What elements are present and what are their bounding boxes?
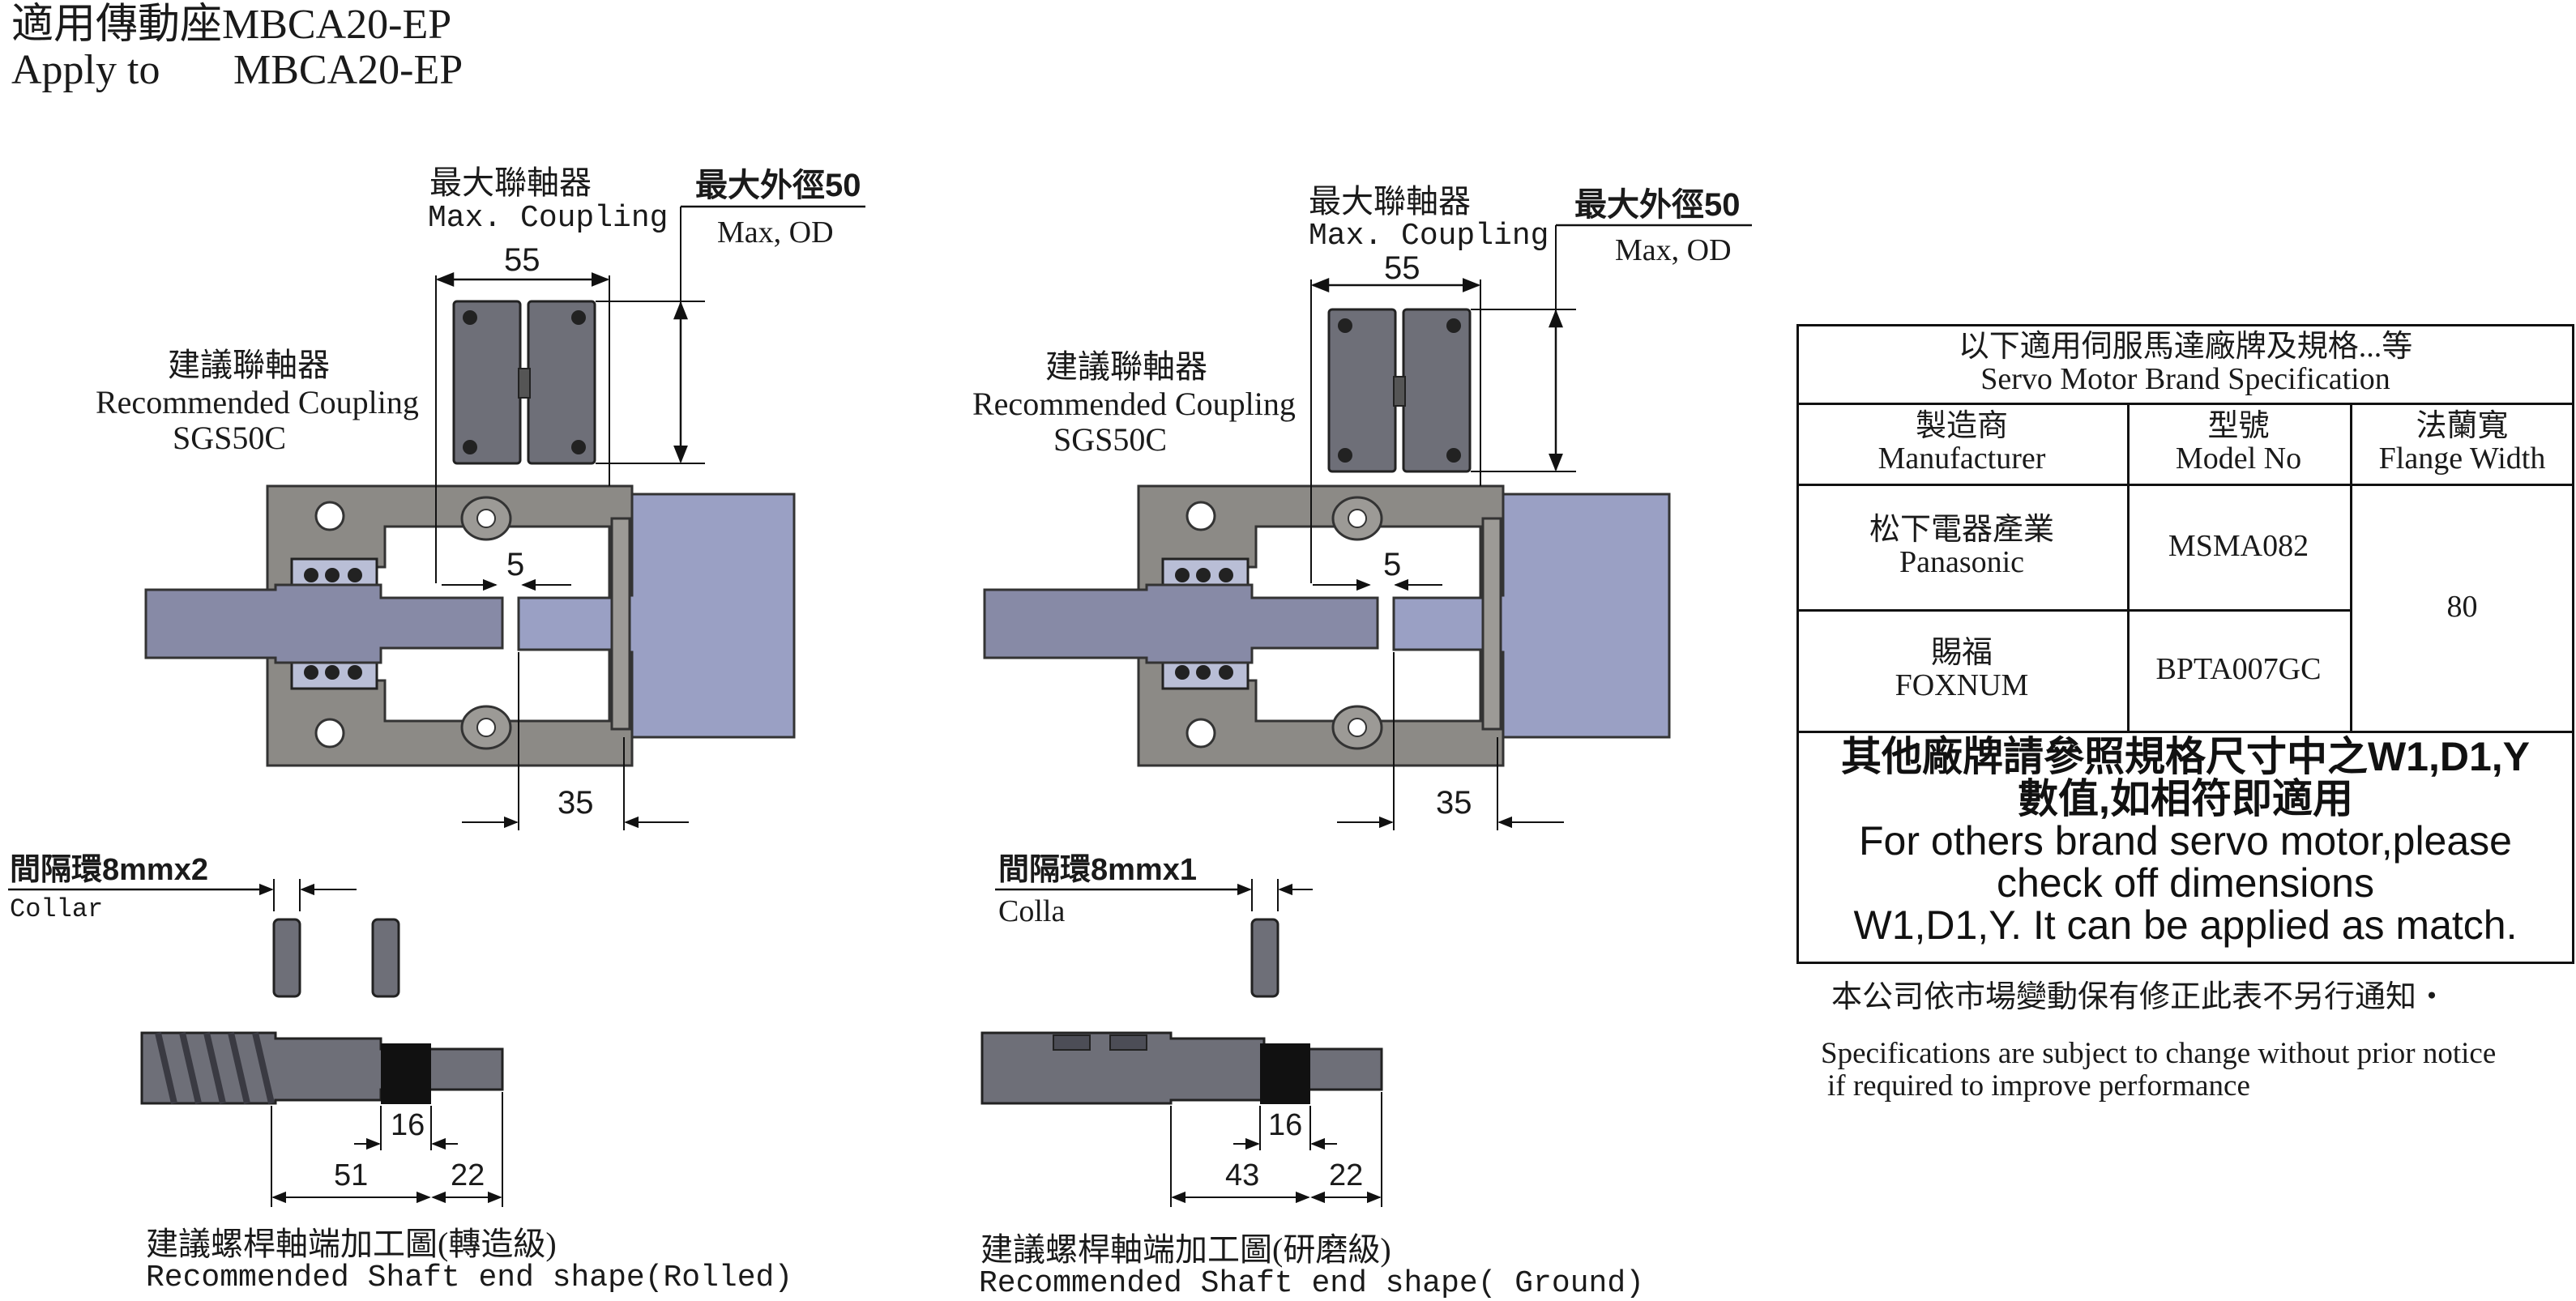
right-max-od-en: Max, OD bbox=[1615, 233, 1732, 267]
left-max-coupling-zh: 最大聯軸器 bbox=[429, 164, 592, 201]
left-dim-16: 16 bbox=[391, 1108, 425, 1142]
table-heading-en: Servo Motor Brand Specification bbox=[1980, 361, 2390, 396]
left-motor-flange bbox=[610, 517, 631, 731]
left-rec-coupling-en: Recommended Coupling bbox=[96, 384, 419, 420]
apply-to-model: MBCA20-EP bbox=[233, 47, 464, 93]
right-coupling-b bbox=[1402, 308, 1472, 473]
right-lobe-top-hole bbox=[1348, 509, 1367, 528]
right-max-coupling-zh: 最大聯軸器 bbox=[1309, 183, 1471, 220]
right-collar-zh: 間隔環8mmx1 bbox=[998, 853, 1197, 887]
col-header-manufacturer-zh: 製造商 bbox=[1915, 409, 2008, 444]
left-shaft-bearing-seat bbox=[381, 1043, 431, 1104]
right-dim-22: 22 bbox=[1329, 1158, 1364, 1192]
right-collar-en: Colla bbox=[998, 894, 1066, 928]
right-shaft-en: Recommended Shaft end shape( Ground) bbox=[979, 1266, 1644, 1301]
spec-table bbox=[1796, 324, 2574, 964]
left-hole-bottom bbox=[314, 718, 345, 749]
right-hole-top bbox=[1185, 501, 1216, 531]
table-note-en-3: W1,D1,Y. It can be applied as match. bbox=[1853, 902, 2518, 948]
left-dim-55: 55 bbox=[504, 242, 540, 278]
table-note-en-2: check off dimensions bbox=[1997, 860, 2374, 906]
notice-zh: 本公司依市場變動保有修正此表不另行通知・ bbox=[1831, 980, 2448, 1014]
col-header-model-zh: 型號 bbox=[2207, 409, 2270, 444]
col-header-manufacturer: 製造商 Manufacturer bbox=[1796, 403, 2127, 484]
notice-en-1: Specifications are subject to change wit… bbox=[1821, 1037, 2497, 1070]
left-max-od-zh: 最大外徑50 bbox=[695, 168, 861, 203]
right-dim-35: 35 bbox=[1436, 785, 1472, 821]
left-rec-coupling-model: SGS50C bbox=[173, 420, 287, 456]
left-collar-zh: 間隔環8mmx2 bbox=[10, 853, 208, 887]
right-dim-5: 5 bbox=[1383, 547, 1402, 582]
left-dim-35: 35 bbox=[557, 785, 594, 821]
table-note-zh-2: 數值,如相符即適用 bbox=[2018, 776, 2353, 821]
left-dim-22: 22 bbox=[451, 1158, 485, 1192]
right-motor-shaft bbox=[1392, 596, 1501, 651]
right-motor bbox=[1493, 493, 1671, 739]
left-max-coupling-en: Max. Coupling bbox=[428, 201, 669, 236]
flange-width-value: 80 bbox=[2446, 589, 2478, 624]
table-note: 其他廠牌請參照規格尺寸中之W1,D1,Y 數值,如相符即適用 For other… bbox=[1796, 736, 2574, 946]
table-note-en-1: For others brand servo motor,please bbox=[1859, 818, 2512, 864]
left-coupling-a bbox=[452, 300, 522, 465]
row2-maker-en: FOXNUM bbox=[1895, 668, 2029, 702]
row2-maker-zh: 賜福 bbox=[1930, 636, 1993, 671]
left-collar-1 bbox=[272, 918, 301, 998]
right-dim-43: 43 bbox=[1225, 1158, 1260, 1192]
table-note-zh-1: 其他廠牌請參照規格尺寸中之W1,D1,Y bbox=[1840, 734, 2531, 779]
left-motor bbox=[622, 493, 796, 739]
title-zh: 適用傳動座MBCA20-EP bbox=[11, 2, 452, 48]
row1-model: MSMA082 bbox=[2168, 528, 2309, 563]
table-heading: 以下適用伺服馬達廠牌及規格...等 Servo Motor Brand Spec… bbox=[1796, 324, 2574, 403]
table-heading-zh: 以下適用伺服馬達廠牌及規格...等 bbox=[1958, 329, 2413, 364]
right-shaft-end bbox=[980, 1031, 1383, 1105]
right-lobe-bottom-hole bbox=[1348, 718, 1367, 737]
row2-model: BPTA007GC bbox=[2155, 652, 2322, 687]
right-dim-16: 16 bbox=[1268, 1108, 1303, 1142]
right-motor-flange bbox=[1481, 517, 1502, 731]
left-rec-coupling-zh: 建議聯軸器 bbox=[168, 347, 330, 383]
col-header-flange-zh: 法蘭寬 bbox=[2416, 409, 2509, 444]
right-assembly bbox=[980, 224, 1752, 1207]
left-screw-shaft bbox=[144, 583, 504, 664]
left-lobe-bottom-hole bbox=[476, 718, 496, 737]
table-row: 賜福 FOXNUM bbox=[1796, 609, 2127, 731]
col-header-manufacturer-en: Manufacturer bbox=[1878, 441, 2046, 476]
col-header-flange: 法蘭寬 Flange Width bbox=[2350, 403, 2574, 484]
left-collar-2 bbox=[371, 918, 400, 998]
col-header-flange-en: Flange Width bbox=[2378, 441, 2546, 476]
left-motor-shaft bbox=[517, 596, 630, 651]
right-rec-coupling-model: SGS50C bbox=[1053, 421, 1168, 458]
row1-maker-zh: 松下電器產業 bbox=[1869, 512, 2054, 547]
col-header-model: 型號 Model No bbox=[2127, 403, 2350, 484]
left-shaft-en: Recommended Shaft end shape(Rolled) bbox=[146, 1260, 793, 1295]
right-max-coupling-en: Max. Coupling bbox=[1309, 219, 1549, 254]
right-rec-coupling-en: Recommended Coupling bbox=[972, 386, 1296, 422]
right-max-od-zh: 最大外徑50 bbox=[1574, 187, 1741, 223]
left-max-od-en: Max, OD bbox=[717, 215, 834, 250]
col-header-model-en: Model No bbox=[2175, 441, 2302, 476]
left-hole-top bbox=[314, 501, 345, 531]
right-coupling-a bbox=[1327, 308, 1397, 473]
notice-en-2: if required to improve performance bbox=[1827, 1069, 2250, 1103]
right-hole-bottom bbox=[1185, 718, 1216, 749]
right-rec-coupling-zh: 建議聯軸器 bbox=[1045, 348, 1207, 385]
left-dim-5: 5 bbox=[506, 547, 525, 582]
apply-to-label: Apply to bbox=[11, 47, 160, 93]
left-coupling-b bbox=[527, 300, 596, 465]
row1-maker-en: Panasonic bbox=[1899, 544, 2025, 579]
left-lobe-top-hole bbox=[476, 509, 496, 528]
right-dim-55: 55 bbox=[1384, 250, 1420, 286]
left-dim-51: 51 bbox=[334, 1158, 369, 1192]
left-shaft-zh: 建議螺桿軸端加工圖(轉造級) bbox=[146, 1226, 557, 1262]
left-assembly bbox=[8, 205, 865, 1207]
right-collar-1 bbox=[1250, 918, 1279, 998]
right-shaft-bearing-seat bbox=[1260, 1043, 1310, 1104]
right-screw-shaft bbox=[983, 583, 1379, 664]
table-row: 松下電器產業 Panasonic bbox=[1796, 484, 2127, 609]
left-collar-en: Collar bbox=[10, 894, 104, 924]
right-shaft-zh: 建議螺桿軸端加工圖(研磨級) bbox=[980, 1231, 1391, 1268]
